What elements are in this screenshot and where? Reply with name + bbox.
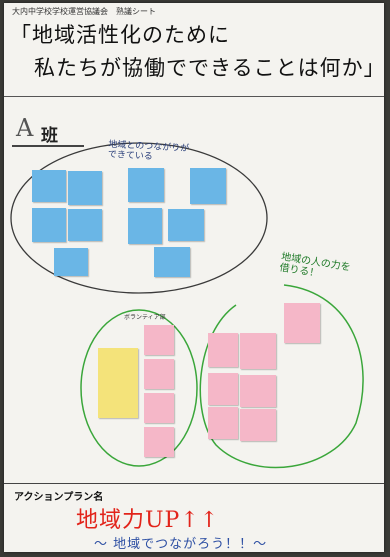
action-plan-sub-slogan: ～ 地域でつながろう！！～ (94, 537, 268, 552)
action-plan-label: アクションプラン名 (14, 492, 104, 503)
sticky-note-pink (144, 427, 174, 457)
worksheet-paper: 大内中学校学校運営協議会 熟議シート 「地域活性化のために 私たちが協働でできる… (4, 3, 384, 552)
sticky-note-blue (190, 168, 226, 204)
sticky-note-pink (144, 359, 174, 389)
sticky-note-pink (208, 373, 238, 405)
title-line-2: 私たちが協働でできることは何か」 (34, 56, 384, 80)
marker-ovals (10, 142, 364, 469)
sticky-note-blue (32, 170, 66, 202)
header-divider (4, 96, 384, 97)
group-underline (12, 145, 84, 147)
green-oval-left (80, 309, 198, 467)
sticky-note-pink (284, 303, 320, 343)
green-oval-right (199, 284, 364, 469)
sticky-note-blue (128, 208, 162, 244)
sticky-note-blue (54, 248, 88, 276)
small-handwritten-label: ボランティア部 (124, 314, 166, 321)
sticky-note-blue (128, 168, 164, 202)
action-plan-main-slogan: 地域力UP↑↑ (76, 508, 220, 533)
sticky-note-blue (68, 209, 102, 241)
sticky-note-pink (208, 333, 238, 367)
group-letter: A (16, 114, 34, 142)
sticky-note-blue (68, 171, 102, 205)
sticky-note-pink (208, 407, 238, 439)
sticky-note-pink (240, 409, 276, 441)
sticky-note-blue (154, 247, 190, 277)
sticky-note-blue (168, 209, 204, 241)
blue-oval (10, 142, 268, 294)
sticky-note-pink (240, 375, 276, 407)
title-line-1: 「地域活性化のために (10, 23, 230, 47)
sticky-note-pink (240, 333, 276, 369)
sticky-note-blue (32, 208, 66, 242)
group-suffix: 班 (41, 126, 58, 146)
blue-area-annotation: 地域とのつながりが できている (107, 139, 190, 163)
sticky-note-yellow (98, 348, 138, 418)
sticky-note-pink (144, 393, 174, 423)
footer-divider (4, 483, 384, 484)
sticky-note-pink (144, 325, 174, 355)
document-label: 大内中学校学校運営協議会 熟議シート (12, 7, 156, 16)
